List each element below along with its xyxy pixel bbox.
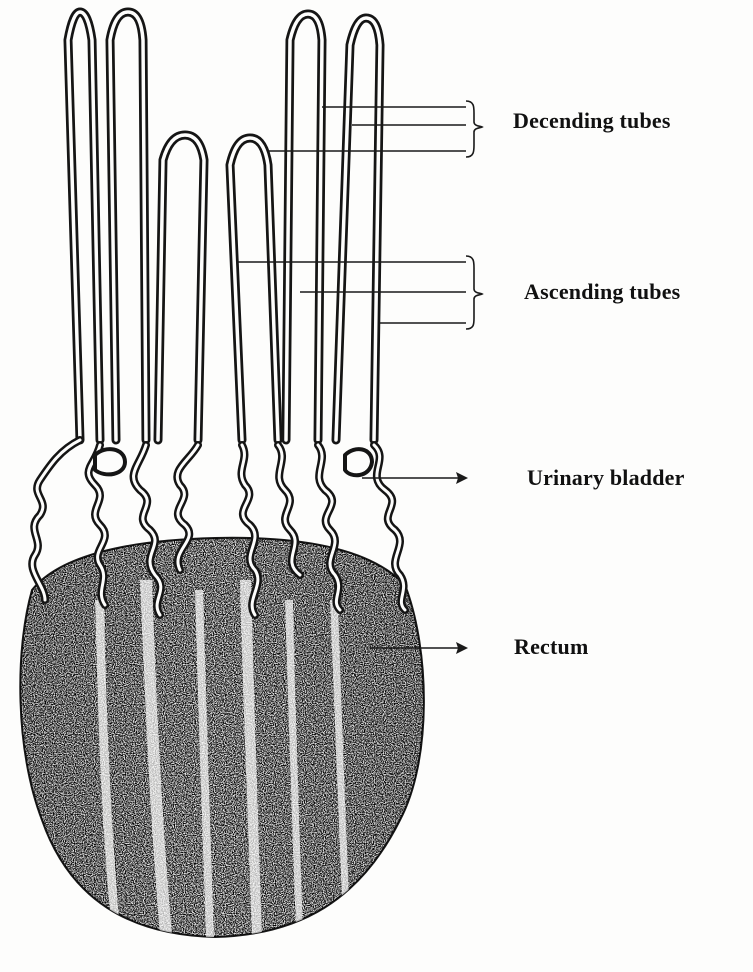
arrowheads	[456, 472, 468, 654]
label-descending-tubes: Decending tubes	[513, 108, 671, 134]
label-rectum: Rectum	[514, 634, 589, 660]
descending-bracket	[466, 101, 482, 157]
rectum	[0, 530, 440, 950]
malpighian-tubules	[32, 12, 405, 615]
ascending-bracket	[466, 256, 482, 329]
label-urinary-bladder: Urinary bladder	[527, 465, 685, 491]
label-ascending-tubes: Ascending tubes	[524, 279, 680, 305]
